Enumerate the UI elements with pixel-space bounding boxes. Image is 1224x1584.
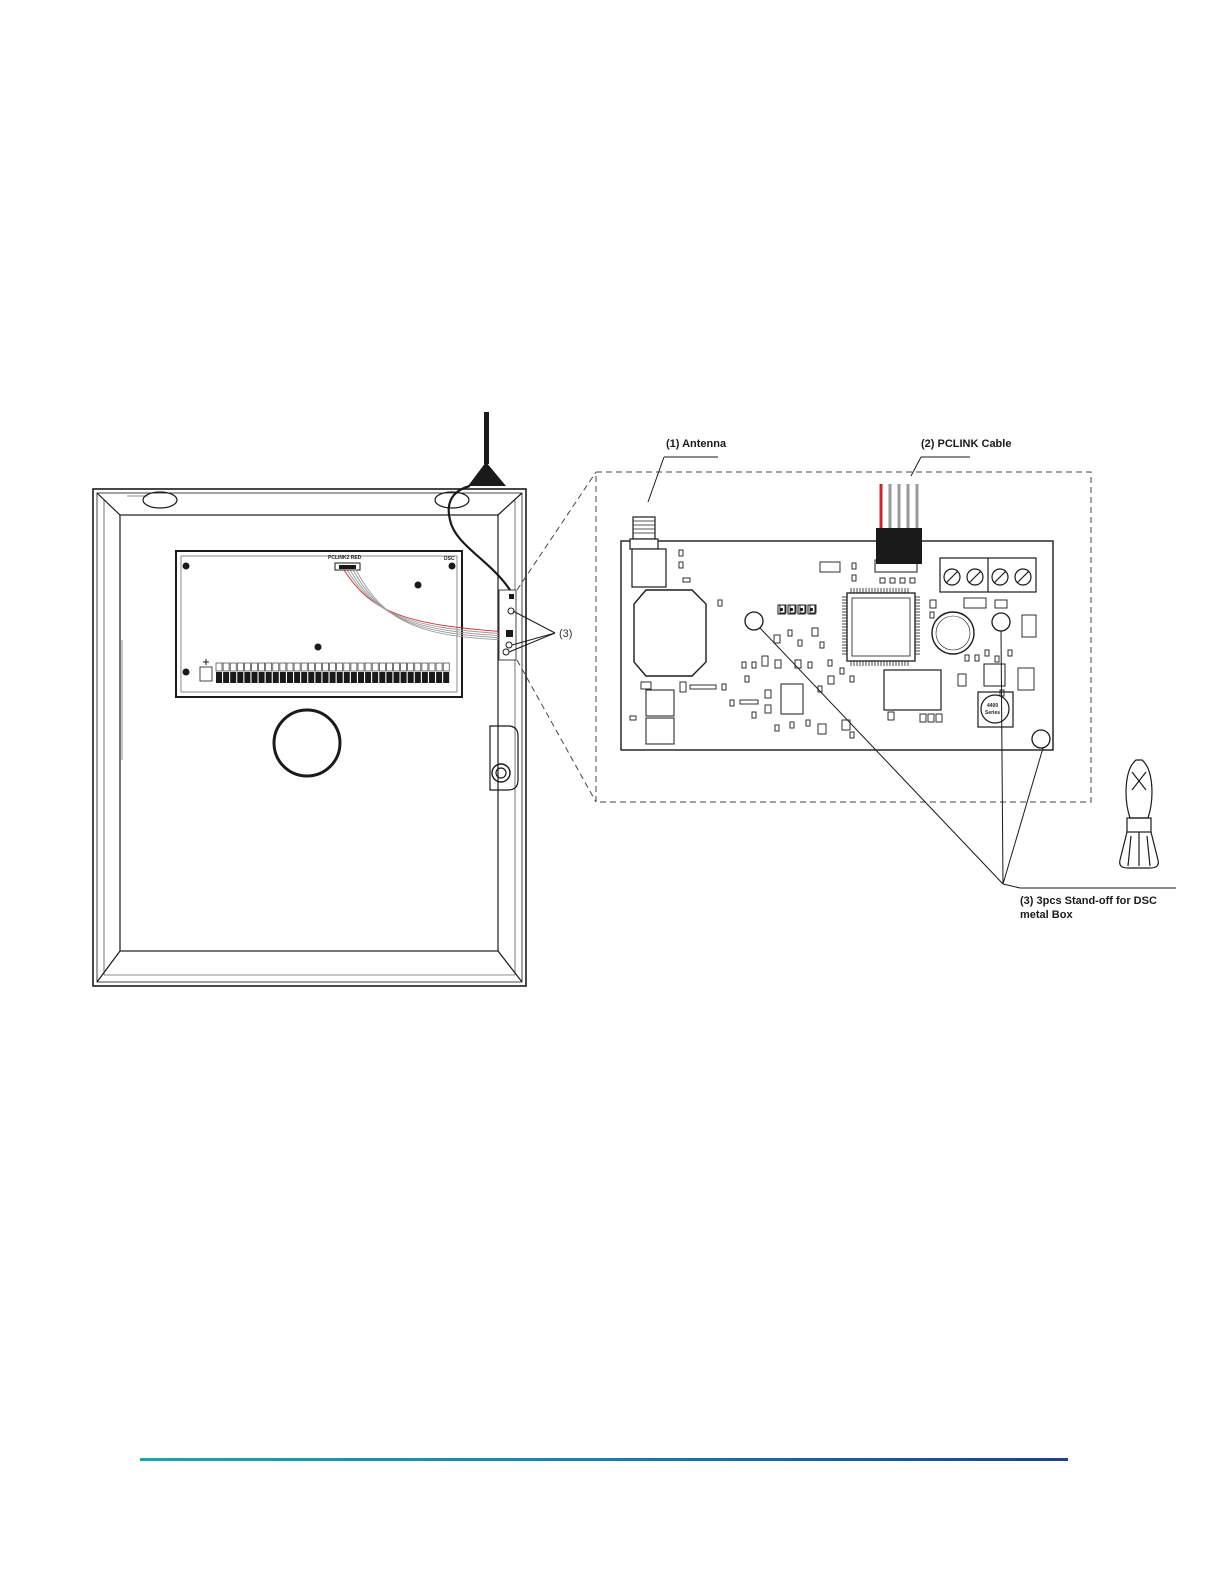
antenna-label: (1) Antenna xyxy=(666,438,727,450)
standoff-hole-3 xyxy=(1032,730,1050,748)
pclink-cable-in-box xyxy=(344,570,508,640)
pclink-cable xyxy=(876,484,922,564)
communicator-pcb: 4400 Series xyxy=(621,517,1053,750)
standoff-label-line1: (3) 3pcs Stand-off for DSC xyxy=(1020,895,1157,907)
standoff-icon xyxy=(1120,760,1159,868)
standoff-hole-1 xyxy=(745,612,763,630)
panel-header-label: PCLINK2 RED xyxy=(328,555,362,561)
panel-brand-label: DSC xyxy=(444,556,455,562)
coil-label-line2: Series xyxy=(985,710,1000,716)
coil-label-line1: 4400 xyxy=(987,703,998,709)
antenna-icon xyxy=(449,412,510,590)
standoff-hole-2 xyxy=(992,613,1010,631)
communicator-module-small xyxy=(499,590,516,660)
terminal-strip xyxy=(216,663,449,683)
standoff-label-line2: metal Box xyxy=(1020,909,1073,921)
pclink-cable-label: (2) PCLINK Cable xyxy=(921,438,1011,450)
standoff-callout-label: (3) xyxy=(559,628,572,640)
footer-rule xyxy=(140,1458,1068,1461)
sma-connector xyxy=(630,517,666,587)
